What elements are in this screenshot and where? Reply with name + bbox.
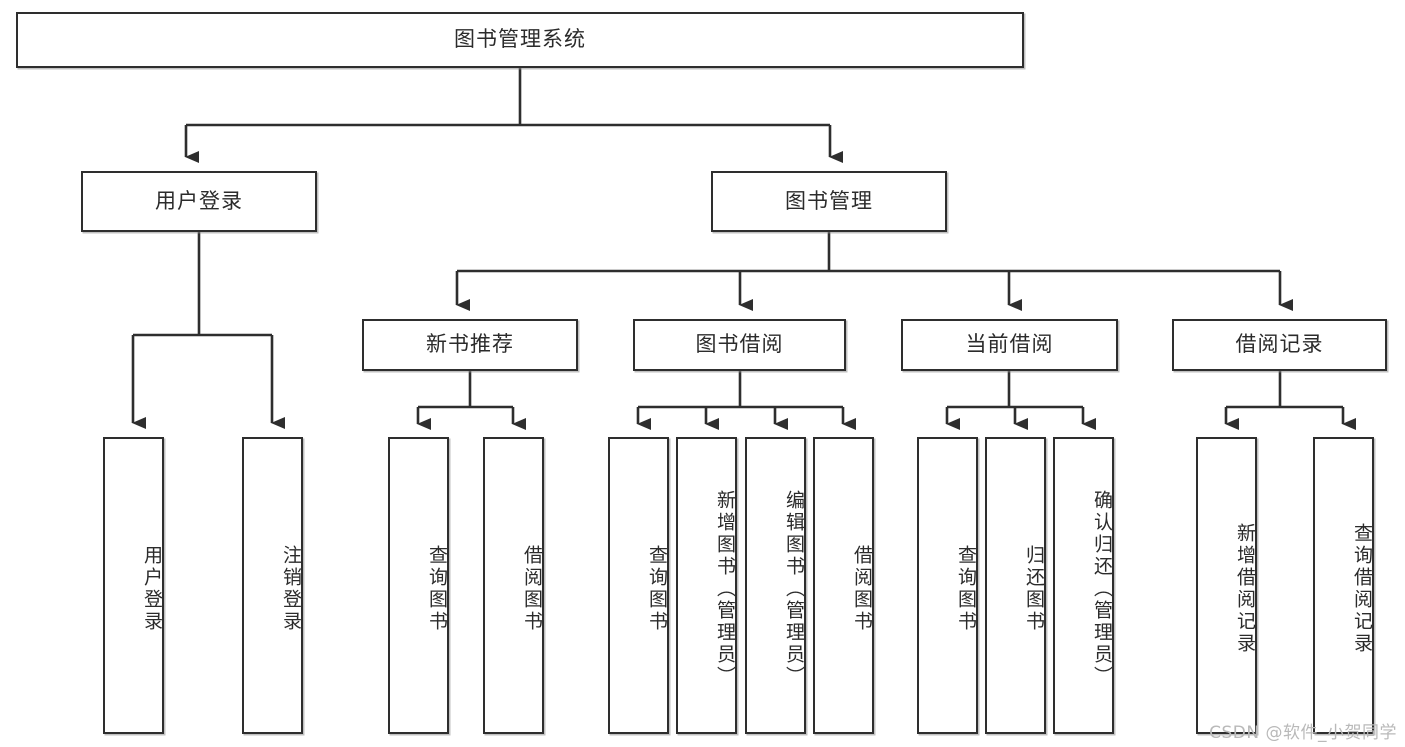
node-leaf-borrow-book-rec-label: 借阅图书 bbox=[521, 544, 543, 633]
node-book-manage[interactable]: 图书管理 bbox=[711, 171, 947, 232]
node-leaf-borrow-book-bor[interactable]: 借阅图书 bbox=[813, 437, 874, 734]
node-book-manage-label: 图书管理 bbox=[785, 188, 873, 213]
node-leaf-borrow-book-bor-label: 借阅图书 bbox=[851, 544, 873, 633]
node-leaf-logout-label: 注销登录 bbox=[280, 544, 302, 633]
node-leaf-return-book-label: 归还图书 bbox=[1023, 544, 1045, 633]
node-leaf-query-record-label: 查询借阅记录 bbox=[1351, 522, 1373, 655]
node-root-label: 图书管理系统 bbox=[454, 27, 586, 52]
node-leaf-user-login[interactable]: 用户登录 bbox=[103, 437, 164, 734]
node-leaf-add-record-label: 新增借阅记录 bbox=[1234, 522, 1256, 655]
node-leaf-add-book-label: 新增图书（管理员） bbox=[714, 489, 736, 688]
node-leaf-user-login-label: 用户登录 bbox=[141, 544, 163, 633]
node-leaf-query-record[interactable]: 查询借阅记录 bbox=[1313, 437, 1374, 734]
node-current-borrow-label: 当前借阅 bbox=[965, 332, 1054, 357]
node-leaf-confirm-return[interactable]: 确认归还（管理员） bbox=[1053, 437, 1114, 734]
node-book-borrow[interactable]: 图书借阅 bbox=[633, 319, 846, 371]
node-leaf-query-book-rec[interactable]: 查询图书 bbox=[388, 437, 449, 734]
node-leaf-logout[interactable]: 注销登录 bbox=[242, 437, 303, 734]
node-user-login[interactable]: 用户登录 bbox=[81, 171, 317, 232]
node-new-book-rec[interactable]: 新书推荐 bbox=[362, 319, 578, 371]
node-root[interactable]: 图书管理系统 bbox=[16, 12, 1024, 68]
node-leaf-edit-book[interactable]: 编辑图书（管理员） bbox=[745, 437, 806, 734]
node-leaf-query-book-rec-label: 查询图书 bbox=[426, 544, 448, 633]
node-leaf-confirm-return-label: 确认归还（管理员） bbox=[1091, 489, 1113, 688]
node-user-login-label: 用户登录 bbox=[155, 188, 243, 213]
node-leaf-edit-book-label: 编辑图书（管理员） bbox=[783, 489, 805, 688]
node-leaf-query-book-cur[interactable]: 查询图书 bbox=[917, 437, 978, 734]
node-leaf-add-record[interactable]: 新增借阅记录 bbox=[1196, 437, 1257, 734]
node-current-borrow[interactable]: 当前借阅 bbox=[901, 319, 1118, 371]
node-leaf-query-book-cur-label: 查询图书 bbox=[955, 544, 977, 633]
node-leaf-return-book[interactable]: 归还图书 bbox=[985, 437, 1046, 734]
node-leaf-query-book-bor[interactable]: 查询图书 bbox=[608, 437, 669, 734]
node-new-book-rec-label: 新书推荐 bbox=[426, 332, 514, 357]
node-borrow-record[interactable]: 借阅记录 bbox=[1172, 319, 1387, 371]
node-leaf-query-book-bor-label: 查询图书 bbox=[646, 544, 668, 633]
node-book-borrow-label: 图书借阅 bbox=[695, 332, 784, 357]
node-borrow-record-label: 借阅记录 bbox=[1235, 332, 1324, 357]
node-leaf-add-book[interactable]: 新增图书（管理员） bbox=[676, 437, 737, 734]
node-leaf-borrow-book-rec[interactable]: 借阅图书 bbox=[483, 437, 544, 734]
